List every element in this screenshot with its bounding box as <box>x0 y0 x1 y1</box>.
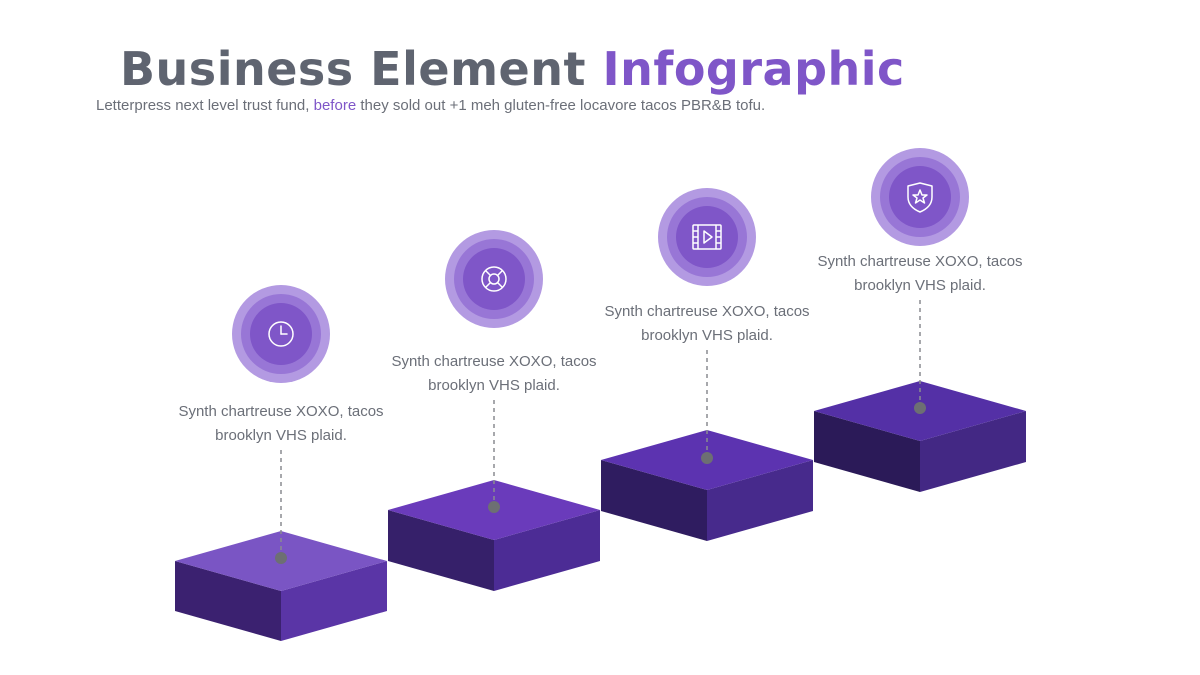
step-3-marker-dot <box>701 452 713 464</box>
step-1-marker-dot <box>275 552 287 564</box>
step-4-text-line-1: Synth chartreuse XOXO, tacos <box>817 253 1023 270</box>
step-4-icon-ring-inner <box>889 166 951 228</box>
subtitle-start: Letterpress next level trust fund, <box>96 97 314 114</box>
page-title: Business Element Infographic <box>120 42 905 97</box>
title-part-2: Infographic <box>602 42 905 96</box>
step-2 <box>388 230 600 591</box>
shield-star-icon <box>907 182 933 213</box>
step-1 <box>175 285 387 641</box>
step-4-text-line-2: brooklyn VHS plaid. <box>854 277 986 294</box>
step-3 <box>601 188 813 541</box>
step-3-icon-ring-inner <box>676 206 738 268</box>
subtitle-end: they sold out +1 meh gluten-free locavor… <box>356 97 766 114</box>
step-3-block-left-face <box>601 460 707 541</box>
clock-icon <box>268 321 294 347</box>
step-3-text-line-1: Synth chartreuse XOXO, tacos <box>604 303 810 320</box>
video-play-icon <box>692 224 722 250</box>
lifebuoy-icon <box>481 266 507 292</box>
step-4 <box>814 148 1026 492</box>
step-1-block-right-face <box>281 561 387 641</box>
step-4-marker-dot <box>914 402 926 414</box>
step-3-block-right-face <box>707 460 813 541</box>
step-4-description: Synth chartreuse XOXO, tacos brooklyn VH… <box>790 250 1050 298</box>
step-3-text-line-2: brooklyn VHS plaid. <box>641 327 773 344</box>
subtitle: Letterpress next level trust fund, befor… <box>96 97 765 114</box>
title-part-1: Business Element <box>120 42 586 96</box>
step-2-block-left-face <box>388 510 494 591</box>
step-2-text-line-1: Synth chartreuse XOXO, tacos <box>391 353 597 370</box>
step-4-block-right-face <box>920 411 1026 492</box>
step-2-icon-ring-inner <box>463 248 525 310</box>
step-1-text-line-1: Synth chartreuse XOXO, tacos <box>178 403 384 420</box>
step-4-block-left-face <box>814 411 920 492</box>
step-2-block-right-face <box>494 510 600 591</box>
step-1-text-line-2: brooklyn VHS plaid. <box>215 427 347 444</box>
step-2-text-line-2: brooklyn VHS plaid. <box>428 377 560 394</box>
step-3-description: Synth chartreuse XOXO, tacos brooklyn VH… <box>577 300 837 348</box>
step-1-description: Synth chartreuse XOXO, tacos brooklyn VH… <box>151 400 411 448</box>
subtitle-highlight: before <box>313 97 357 114</box>
step-2-marker-dot <box>488 501 500 513</box>
step-2-description: Synth chartreuse XOXO, tacos brooklyn VH… <box>364 350 624 398</box>
step-1-block-left-face <box>175 561 281 641</box>
